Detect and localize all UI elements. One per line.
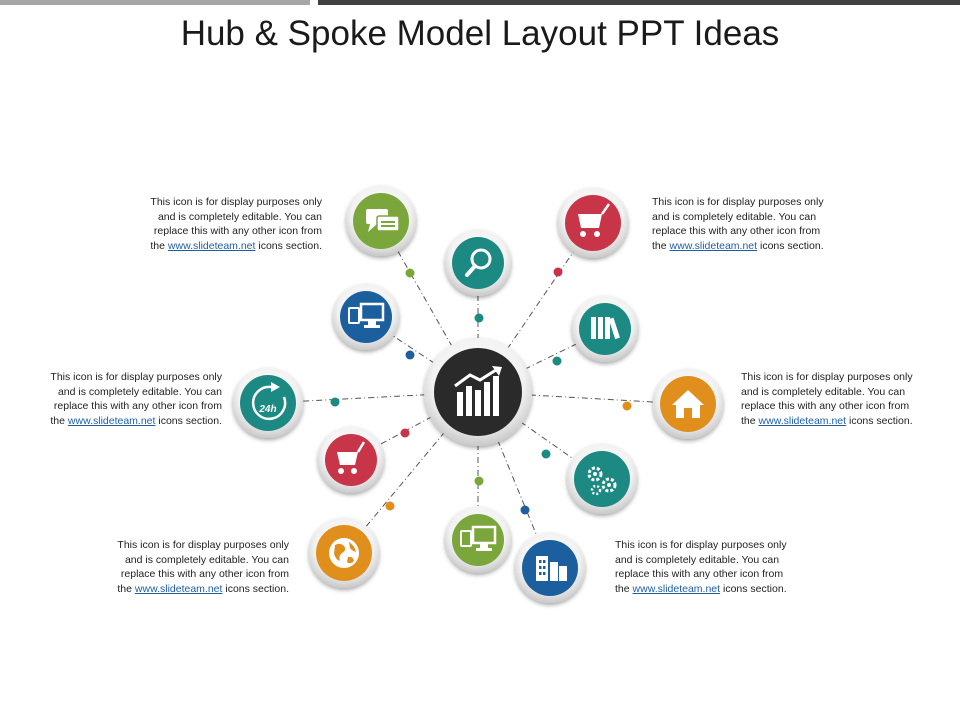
shopping-cart-icon: [578, 203, 611, 237]
monitor-node-bottom: [445, 507, 511, 573]
description-top-right: This icon is for display purposes only a…: [652, 196, 824, 252]
dot-globe: [385, 501, 395, 511]
description-middle-right: This icon is for display purposes only a…: [741, 371, 913, 427]
hub-node: [424, 338, 532, 446]
cart-node-top: [558, 188, 628, 258]
description-bottom-left: This icon is for display purposes only a…: [117, 539, 289, 595]
home-icon: [672, 390, 704, 418]
dot-cart-top: [553, 267, 563, 277]
building-node: [515, 533, 585, 603]
top-accent-bar-light: [0, 0, 310, 5]
dot-monitor-left: [405, 350, 415, 360]
clock-node: 24h: [233, 368, 303, 438]
dot-chat: [405, 268, 415, 278]
home-node: [653, 369, 723, 439]
slideteam-link[interactable]: www.slideteam.net: [134, 582, 223, 595]
spoke-chat: [382, 224, 479, 393]
monitor-node-left: [333, 284, 399, 350]
monitor-icon: [348, 302, 385, 328]
slideteam-link[interactable]: www.slideteam.net: [67, 414, 156, 427]
connector-dots: [330, 267, 632, 515]
dot-cart-left: [400, 428, 410, 438]
dot-books: [552, 356, 562, 366]
books-icon: [591, 317, 620, 340]
gears-icon: [587, 466, 617, 496]
dot-building: [520, 505, 530, 515]
gears-node: [567, 444, 637, 514]
dot-monitor-bottom: [474, 476, 484, 486]
cart-node-left: [318, 427, 384, 493]
top-accent-bar-dark: [318, 0, 960, 5]
chat-icon: [366, 209, 400, 232]
slideteam-link[interactable]: www.slideteam.net: [632, 582, 721, 595]
dot-search: [474, 313, 484, 323]
svg-text:24h: 24h: [258, 404, 276, 415]
slideteam-link[interactable]: www.slideteam.net: [167, 239, 256, 252]
magnifier-icon: [465, 248, 492, 277]
growth-chart-icon: [454, 366, 502, 416]
dot-home: [622, 401, 632, 411]
slide-title: Hub & Spoke Model Layout PPT Ideas: [180, 14, 780, 53]
chat-node: [346, 186, 416, 256]
slideteam-link[interactable]: www.slideteam.net: [669, 239, 758, 252]
books-node: [572, 296, 638, 362]
slideteam-link[interactable]: www.slideteam.net: [758, 414, 847, 427]
globe-icon: [329, 538, 359, 568]
monitor-icon: [460, 525, 497, 551]
search-node: [445, 230, 511, 296]
building-icon: [536, 556, 567, 581]
dot-gears: [541, 449, 551, 459]
shopping-cart-icon: [337, 441, 366, 474]
description-bottom-right: This icon is for display purposes only a…: [615, 539, 787, 595]
globe-node: [309, 518, 379, 588]
description-middle-left: This icon is for display purposes only a…: [50, 371, 222, 427]
24-hours-icon: 24h: [251, 382, 287, 421]
dot-clock: [330, 397, 340, 407]
description-top-left: This icon is for display purposes only a…: [150, 196, 322, 252]
